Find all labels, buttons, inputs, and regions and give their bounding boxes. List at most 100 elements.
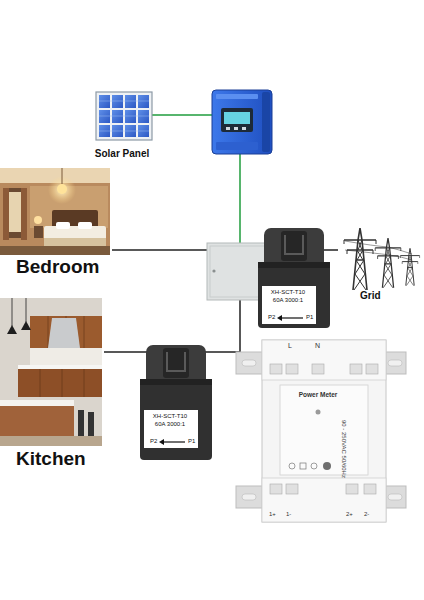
bedroom-photo bbox=[0, 168, 110, 255]
model-rating: XH-SCT-T10 60A 3000:1 bbox=[266, 289, 310, 304]
solar-panel-icon bbox=[138, 95, 149, 108]
bedroom-photo bbox=[8, 192, 22, 232]
current-transformer-clamp bbox=[167, 352, 185, 371]
solar-panel-icon bbox=[99, 101, 149, 131]
power-meter-module bbox=[236, 352, 406, 374]
bedroom-photo bbox=[62, 168, 63, 184]
kitchen-photo bbox=[0, 400, 74, 406]
solar-panel-icon bbox=[96, 92, 152, 140]
current-transformer-clamp bbox=[279, 317, 303, 318]
solar-panel-icon bbox=[125, 110, 136, 123]
bedroom-photo bbox=[3, 188, 9, 240]
kitchen-photo bbox=[40, 369, 84, 397]
kitchen-photo bbox=[88, 412, 94, 436]
model-rating: XH-SCT-T10 60A 3000:1 bbox=[148, 413, 192, 428]
current-transformer-clamp bbox=[144, 410, 198, 448]
kitchen-photo bbox=[18, 369, 102, 397]
wire-connector bbox=[104, 300, 240, 352]
bedroom-photo bbox=[30, 186, 108, 228]
distribution-box bbox=[207, 243, 270, 300]
power-meter: LNPower Meter90 - 250VAC 50/60Hz1+1-2+2- bbox=[236, 340, 406, 522]
bedroom-photo bbox=[34, 226, 43, 238]
bedroom-photo bbox=[0, 246, 110, 255]
power-meter-module bbox=[323, 462, 331, 470]
power-meter-module bbox=[270, 484, 282, 494]
distribution-box bbox=[210, 246, 267, 297]
current-transformer: XH-SCT-T10 60A 3000:1P2P1 bbox=[258, 228, 330, 328]
wire-connector bbox=[270, 249, 338, 251]
power-meter-module bbox=[312, 364, 324, 374]
kitchen-photo bbox=[7, 325, 17, 334]
power-grid-towers bbox=[400, 248, 419, 285]
inverter bbox=[212, 90, 272, 154]
bedroom-photo bbox=[0, 168, 110, 255]
kitchen-photo bbox=[30, 316, 102, 348]
power-grid-towers bbox=[344, 228, 420, 290]
current-transformer-clamp bbox=[159, 439, 164, 445]
room-label: Bedroom bbox=[16, 256, 99, 279]
inverter-illustration bbox=[242, 127, 246, 130]
bedroom-photo bbox=[56, 222, 70, 229]
power-meter-module bbox=[316, 410, 321, 415]
power-meter-module bbox=[262, 340, 386, 380]
bedroom-photo bbox=[0, 168, 110, 183]
solar-panel-icon bbox=[99, 125, 110, 137]
solar-panel-icon bbox=[112, 110, 123, 123]
terminal-label: N bbox=[315, 342, 320, 350]
solar-panel-icon bbox=[138, 125, 149, 137]
node-label: Solar Panel bbox=[92, 148, 152, 160]
inverter-illustration bbox=[216, 94, 258, 99]
inverter-illustration bbox=[262, 92, 270, 152]
kitchen-photo bbox=[18, 365, 102, 369]
room-label: Kitchen bbox=[16, 448, 86, 471]
wire-connector bbox=[152, 114, 212, 116]
current-transformer-clamp bbox=[262, 286, 316, 324]
power-grid-towers bbox=[344, 228, 376, 290]
inverter-illustration bbox=[212, 90, 272, 154]
power-meter-module bbox=[262, 478, 386, 522]
power-meter-module bbox=[280, 385, 368, 475]
wire-connector bbox=[239, 154, 241, 243]
voltage-rating: 90 - 250VAC 50/60Hz bbox=[340, 420, 347, 478]
bedroom-photo bbox=[78, 222, 92, 229]
power-meter-module bbox=[350, 364, 362, 374]
solar-panel-icon bbox=[112, 95, 123, 108]
bedroom-photo bbox=[3, 188, 27, 238]
solar-panel-icon bbox=[99, 110, 110, 123]
power-grid-towers bbox=[345, 241, 412, 260]
bedroom-photo bbox=[57, 184, 67, 194]
kitchen-photo bbox=[0, 436, 102, 446]
inverter-illustration bbox=[224, 112, 250, 124]
terminal-label: P2 bbox=[150, 438, 157, 445]
solar-panel-icon bbox=[125, 95, 136, 108]
distribution-box bbox=[212, 269, 215, 272]
current-transformer-clamp bbox=[140, 379, 212, 385]
kitchen-photo bbox=[48, 316, 84, 348]
device-title: Power Meter bbox=[280, 391, 356, 399]
solar-panel-icon bbox=[112, 125, 123, 137]
solar-panel-icon bbox=[99, 95, 110, 108]
bedroom-photo bbox=[34, 216, 42, 224]
bedroom-load: Bedroom bbox=[0, 168, 112, 280]
terminal-label: P2 bbox=[268, 314, 275, 321]
distribution-box bbox=[207, 243, 270, 300]
current-transformer-clamp bbox=[258, 228, 330, 328]
solar-panel-icon bbox=[96, 92, 152, 140]
inverter-illustration bbox=[221, 108, 253, 132]
inverter-illustration bbox=[226, 127, 230, 130]
power-meter-module bbox=[289, 463, 295, 469]
current-transformer-clamp bbox=[146, 345, 206, 387]
current-transformer-clamp bbox=[281, 231, 307, 261]
grid-supply: Grid bbox=[338, 228, 424, 306]
power-meter-module bbox=[300, 463, 306, 469]
current-transformer-clamp bbox=[163, 348, 189, 378]
inverter-illustration bbox=[216, 142, 258, 150]
current-transformer-clamp bbox=[161, 441, 185, 442]
power-meter-module bbox=[270, 364, 282, 374]
terminal-label: 2+ bbox=[346, 511, 353, 518]
distribution-box bbox=[207, 243, 270, 300]
bedroom-photo bbox=[44, 238, 106, 248]
power-meter-module bbox=[388, 494, 402, 500]
kitchen-photo bbox=[0, 298, 102, 446]
